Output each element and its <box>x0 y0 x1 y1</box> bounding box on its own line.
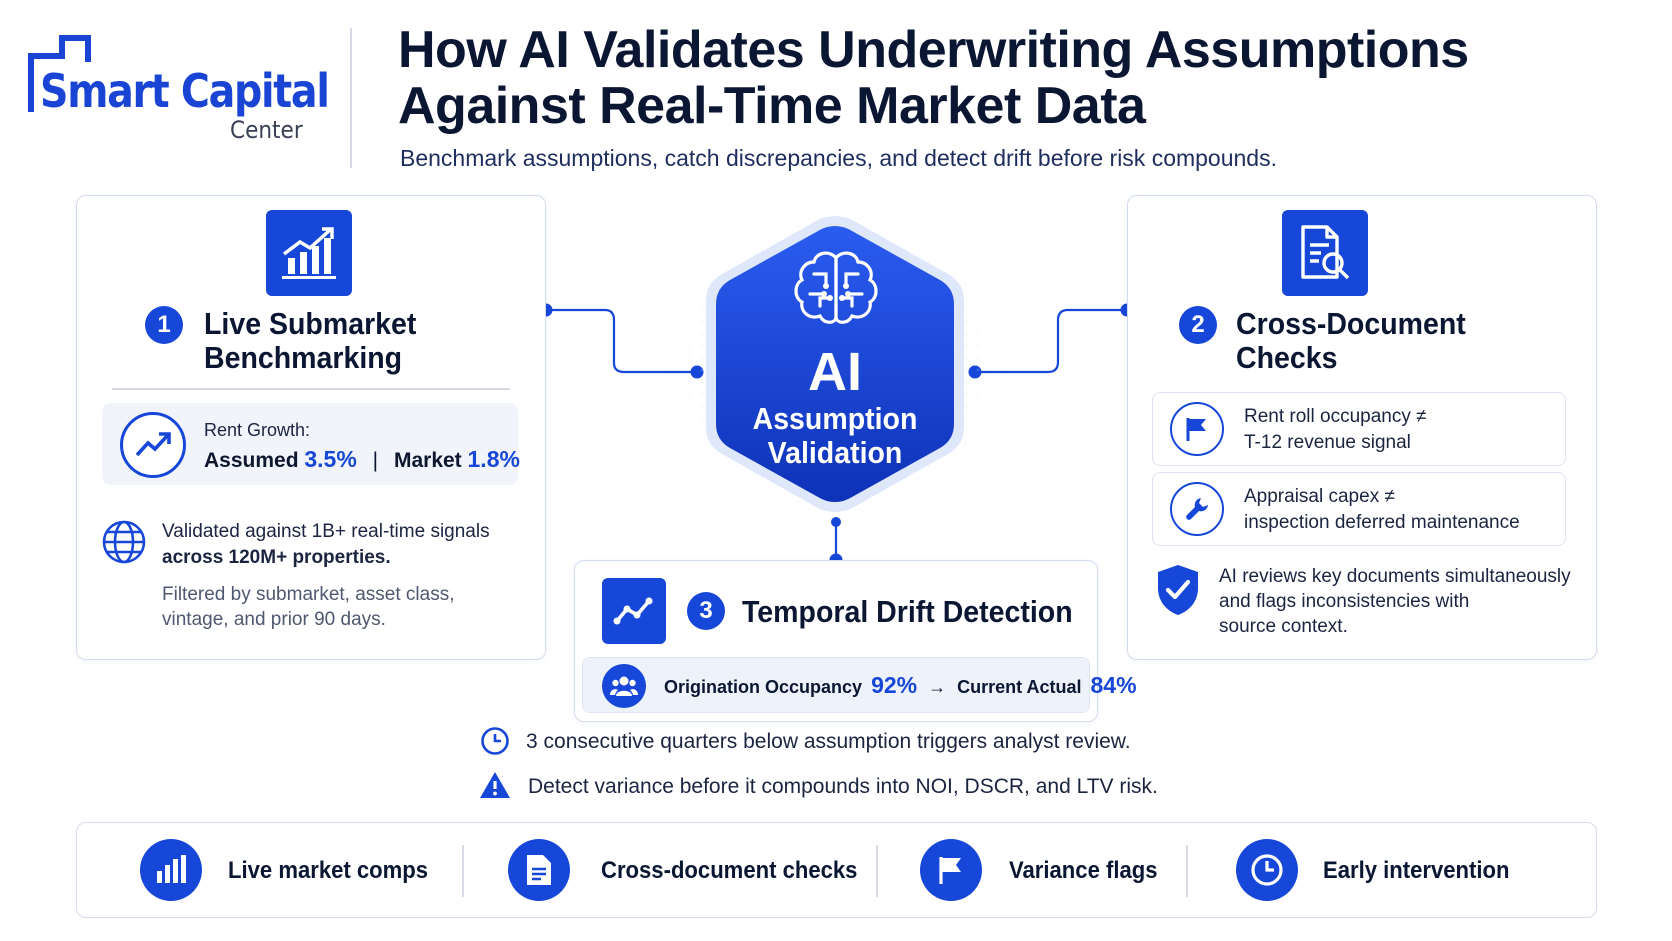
current-value: 84% <box>1090 672 1137 698</box>
document-icon <box>527 855 551 885</box>
step-badge-3: 3 <box>687 592 725 630</box>
feature-label-market-comps: Live market comps <box>228 857 429 884</box>
feature-label-variance-flags: Variance flags <box>1009 857 1158 884</box>
panel3-title: Temporal Drift Detection <box>742 594 1073 629</box>
feature-separator <box>876 845 878 897</box>
panel1-title: Live Submarket Benchmarking <box>204 306 417 375</box>
brand-logo <box>28 34 348 154</box>
document-search-tile <box>1282 210 1368 296</box>
globe-icon <box>102 520 146 564</box>
flag-icon <box>1170 402 1224 456</box>
check1-text-1: Rent roll occupancy ≠ <box>1244 406 1427 427</box>
page-title: How AI Validates Underwriting Assumption… <box>398 22 1469 134</box>
hub-subtitle: Assumption Validation <box>752 401 918 470</box>
brand-sub: Center <box>230 116 303 144</box>
drift-chart-tile <box>602 578 666 644</box>
note-analyst-review: 3 consecutive quarters below assumption … <box>526 730 1131 753</box>
feature-icon-variance-flags <box>920 839 982 901</box>
panel2-title: Cross-Document Checks <box>1236 306 1466 375</box>
feature-label-early-intervention: Early intervention <box>1323 857 1510 884</box>
review-text-2: and flags inconsistencies with <box>1219 591 1470 612</box>
wrench-icon <box>1170 482 1224 536</box>
title-line-1: How AI Validates Underwriting Assumption… <box>398 21 1469 79</box>
market-label: Market <box>393 449 462 472</box>
feature-separator <box>1186 845 1188 897</box>
check2-text-2: inspection deferred maintenance <box>1244 512 1520 533</box>
step-badge-2: 2 <box>1179 306 1217 344</box>
note-variance: Detect variance before it compounds into… <box>528 775 1158 798</box>
filter-text-2: vintage, and prior 90 days. <box>162 609 386 630</box>
feature-icon-cross-document <box>508 839 570 901</box>
ai-assumption-validation-hub <box>700 210 970 518</box>
feature-icon-market-comps <box>140 839 202 901</box>
brain-circuit-icon <box>794 251 878 324</box>
check2-text-1: Appraisal capex ≠ <box>1244 486 1395 507</box>
review-text-1: AI reviews key documents simultaneously <box>1219 566 1571 587</box>
logo-mark-icon <box>28 35 91 112</box>
occupancy-drift-strip <box>582 657 1090 713</box>
origination-value: 92% <box>871 672 918 698</box>
drift-arrow: → <box>928 677 947 697</box>
check1-text-2: T-12 revenue signal <box>1244 432 1411 453</box>
header-divider <box>350 28 352 168</box>
bar-growth-icon <box>282 227 336 279</box>
origination-label: Origination Occupancy <box>664 677 863 697</box>
page-subtitle: Benchmark assumptions, catch discrepanci… <box>400 145 1277 171</box>
users-icon <box>602 664 646 708</box>
rent-growth-values: Assumed 3.5% | Market 1.8% <box>204 446 520 473</box>
validated-text-2: across 120M+ properties. <box>162 547 391 568</box>
document-search-icon <box>1301 225 1350 280</box>
line-trend-icon <box>613 597 653 625</box>
feature-label-cross-document: Cross-document checks <box>601 857 858 884</box>
rent-growth-label: Rent Growth: <box>204 420 311 440</box>
trend-up-icon <box>120 412 186 478</box>
assumed-value: 3.5% <box>304 446 357 472</box>
shield-check-icon <box>1158 565 1198 615</box>
current-label: Current Actual <box>957 677 1082 697</box>
market-value: 1.8% <box>467 446 520 472</box>
filter-text-1: Filtered by submarket, asset class, <box>162 584 455 605</box>
occupancy-values: Origination Occupancy 92% → Current Actu… <box>664 672 1137 699</box>
bar-chart-icon <box>157 855 186 883</box>
assumed-label: Assumed <box>204 449 299 472</box>
feature-bar <box>76 822 1597 918</box>
panel1-rule <box>112 388 510 390</box>
flag-icon <box>939 857 961 884</box>
validated-text-1: Validated against 1B+ real-time signals <box>162 521 490 542</box>
clock-icon <box>481 727 509 755</box>
feature-icon-early-intervention <box>1236 839 1298 901</box>
brand-name: Smart Capital <box>40 64 330 118</box>
feature-separator <box>462 845 464 897</box>
clock-icon <box>1251 854 1283 886</box>
growth-chart-tile <box>266 210 352 296</box>
step-badge-1: 1 <box>145 306 183 344</box>
warning-icon <box>480 772 510 798</box>
hub-ai-label: AI <box>808 342 862 402</box>
title-line-2: Against Real-Time Market Data <box>398 77 1146 135</box>
metric-separator: | <box>372 449 379 472</box>
review-text-3: source context. <box>1219 616 1348 637</box>
